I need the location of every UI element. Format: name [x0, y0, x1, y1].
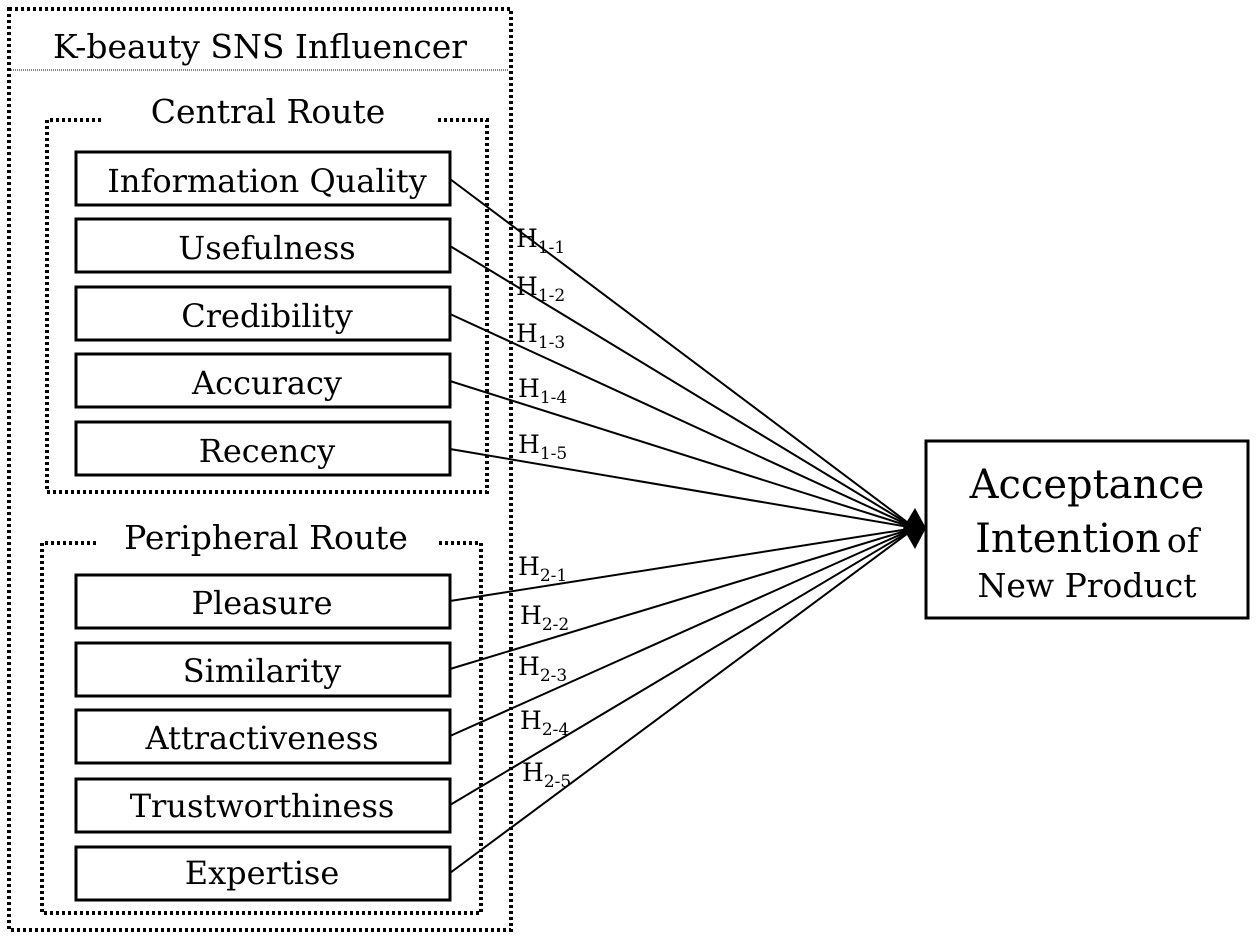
- path-h1-4: [449, 380, 916, 529]
- construct-label: Attractiveness: [144, 719, 378, 757]
- construct-box-accuracy: Accuracy: [74, 352, 452, 409]
- construct-box-pleasure: Pleasure: [74, 573, 452, 630]
- outer-group-frame: [7, 7, 513, 932]
- construct-label: Usefulness: [178, 229, 355, 267]
- path-h2-3: [449, 527, 916, 737]
- construct-box-expertise: Expertise: [74, 845, 452, 902]
- peripheral-route-frame: [40, 541, 483, 915]
- arrowhead-icon: [903, 508, 926, 549]
- hypothesis-label-h1-3: H1-3: [516, 319, 565, 353]
- path-h1-1: [449, 178, 916, 529]
- construct-label: Credibility: [181, 297, 353, 335]
- hypothesis-paths: [449, 178, 916, 874]
- peripheral-route-label: Peripheral Route: [124, 518, 408, 557]
- central-route-frame: [45, 118, 489, 494]
- path-h1-2: [449, 245, 916, 529]
- hypothesis-label-h2-4: H2-4: [520, 706, 569, 740]
- construct-box-trustworthiness: Trustworthiness: [74, 777, 452, 834]
- hypothesis-label-h1-2: H1-2: [516, 272, 565, 306]
- construct-label: Trustworthiness: [130, 787, 395, 825]
- central-route-label: Central Route: [151, 92, 386, 131]
- construct-label: Information Quality: [107, 162, 427, 200]
- construct-label: Expertise: [185, 854, 340, 892]
- target-line-3: New Product: [977, 566, 1196, 605]
- path-h1-3: [449, 313, 916, 529]
- construct-label: Accuracy: [191, 364, 342, 402]
- hypothesis-label-h1-4: H1-4: [518, 374, 567, 408]
- hypothesis-label-h2-1: H2-1: [518, 552, 567, 586]
- construct-box-similarity: Similarity: [74, 641, 452, 698]
- hypothesis-label-h1-5: H1-5: [518, 430, 567, 464]
- construct-label: Pleasure: [191, 584, 332, 622]
- construct-label: Recency: [199, 432, 336, 470]
- construct-box-information-quality: Information Quality: [74, 150, 452, 207]
- construct-box-attractiveness: Attractiveness: [74, 708, 452, 765]
- construct-box-recency: Recency: [74, 420, 452, 477]
- hypothesis-label-h2-5: H2-5: [522, 758, 571, 792]
- construct-box-credibility: Credibility: [74, 285, 452, 342]
- path-h2-1: [449, 527, 916, 602]
- path-h1-5: [449, 448, 916, 529]
- hypothesis-label-h1-1: H1-1: [516, 224, 565, 258]
- outer-title: K-beauty SNS Influencer: [53, 27, 467, 66]
- path-h2-5: [449, 527, 916, 874]
- construct-label: Similarity: [183, 652, 342, 690]
- path-h2-2: [449, 527, 916, 670]
- target-line-1: Acceptance: [969, 462, 1205, 508]
- path-h2-4: [449, 527, 916, 806]
- hypothesis-label-h2-2: H2-2: [520, 601, 569, 635]
- construct-box-usefulness: Usefulness: [74, 217, 452, 274]
- hypothesis-label-h2-3: H2-3: [518, 652, 567, 686]
